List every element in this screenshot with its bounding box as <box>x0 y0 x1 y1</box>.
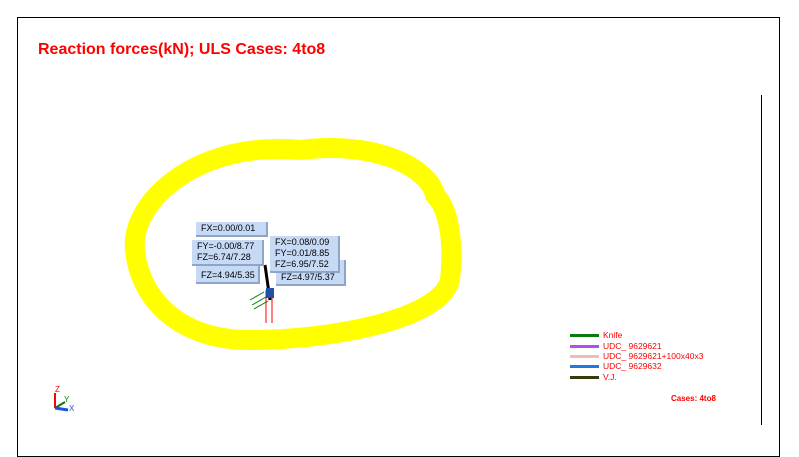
label-line: FY=0.01/8.85 <box>275 248 330 258</box>
legend-item: Knife <box>570 330 622 340</box>
legend-item: UDC_ 9629621 <box>570 341 662 351</box>
view-title: Reaction forces(kN); ULS Cases: 4to8 <box>38 41 326 58</box>
legend-item: V.J. <box>570 372 617 382</box>
label-line: FY=-0.00/8.77 <box>197 241 255 251</box>
viewport-divider <box>761 95 762 425</box>
highlight-scribble <box>124 138 462 350</box>
axis-x-label: X <box>69 404 75 413</box>
axis-z-label: Z <box>55 385 60 394</box>
label-line: FZ=4.97/5.37 <box>281 272 335 282</box>
support-structure <box>249 264 274 323</box>
label-line: FX=0.00/0.01 <box>201 223 256 233</box>
legend-item: UDC_ 9629632 <box>570 361 662 371</box>
legend-swatch <box>570 364 599 368</box>
legend-swatch <box>570 344 599 348</box>
label-line: FZ=6.95/7.52 <box>275 259 329 269</box>
label-line: FZ=6.74/7.28 <box>197 252 251 262</box>
axis-triad: Z Y X <box>54 385 75 413</box>
legend-swatch <box>570 354 599 358</box>
label-line: FZ=4.94/5.35 <box>201 270 255 280</box>
label-line: FX=0.08/0.09 <box>275 237 330 247</box>
cases-label: Cases: 4to8 <box>671 394 716 403</box>
legend-swatch <box>570 375 599 379</box>
legend-item: UDC_ 9629621+100x40x3 <box>570 351 703 361</box>
reaction-label[interactable]: FX=0.00/0.01 <box>196 222 268 237</box>
axis-y-label: Y <box>64 395 70 404</box>
legend-swatch <box>570 333 599 337</box>
